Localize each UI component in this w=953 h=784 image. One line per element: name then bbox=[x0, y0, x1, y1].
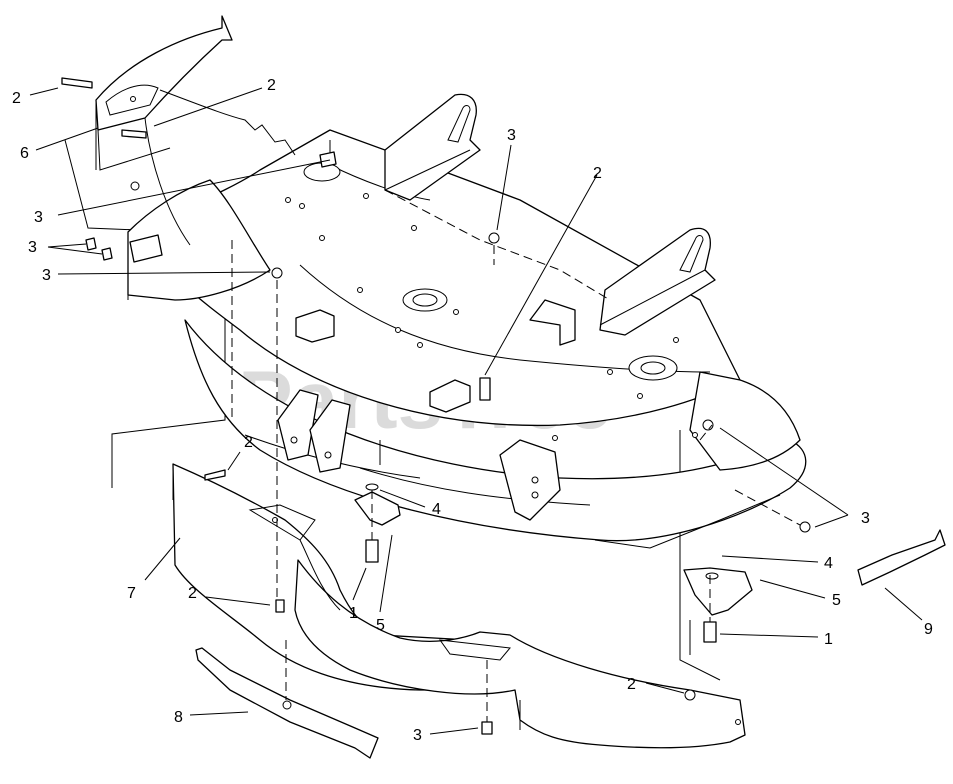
callout-3: 3 bbox=[42, 267, 51, 284]
callout-2: 2 bbox=[267, 77, 276, 94]
callout-3: 3 bbox=[413, 727, 422, 744]
callout-8: 8 bbox=[174, 709, 183, 726]
rear-mount-bracket-right bbox=[599, 227, 716, 336]
callout-2: 2 bbox=[627, 676, 636, 693]
rear-mount-bracket-left bbox=[384, 93, 481, 201]
callout-3: 3 bbox=[861, 510, 870, 527]
callout-4: 4 bbox=[432, 501, 441, 518]
u-bracket-front bbox=[429, 379, 471, 413]
callout-3: 3 bbox=[507, 127, 516, 144]
blade-adapter-center bbox=[354, 483, 401, 563]
callout-3: 3 bbox=[34, 209, 43, 226]
mower-deck bbox=[127, 129, 807, 549]
baffle-upper-left bbox=[95, 15, 233, 170]
callout-9: 9 bbox=[924, 621, 933, 638]
u-bracket-left bbox=[295, 309, 335, 343]
callout-2: 2 bbox=[244, 434, 253, 451]
callout-labels: 2 2 6 3 3 3 3 2 2 7 2 4 1 5 3 4 5 1 9 8 … bbox=[12, 77, 933, 744]
callout-1: 1 bbox=[349, 605, 358, 622]
front-hanger-brackets bbox=[277, 389, 561, 521]
callout-7: 7 bbox=[127, 585, 136, 602]
hardware bbox=[61, 77, 811, 735]
leader-lines bbox=[29, 87, 923, 735]
assembly-axes bbox=[231, 189, 801, 722]
callout-1: 1 bbox=[824, 631, 833, 648]
callout-4: 4 bbox=[824, 555, 833, 572]
baffle-lower-right bbox=[294, 539, 746, 749]
callout-2: 2 bbox=[12, 90, 21, 107]
u-bracket-center bbox=[529, 299, 576, 346]
callout-2: 2 bbox=[593, 165, 602, 182]
callout-6: 6 bbox=[20, 145, 29, 162]
callout-2: 2 bbox=[188, 585, 197, 602]
callout-5: 5 bbox=[832, 592, 841, 609]
blade-right bbox=[857, 529, 946, 586]
deck-skirt-upper-left bbox=[97, 89, 296, 246]
blade-adapter-right bbox=[683, 567, 753, 643]
mower-blade bbox=[195, 647, 379, 759]
callout-3: 3 bbox=[28, 239, 37, 256]
callout-5: 5 bbox=[376, 617, 385, 634]
